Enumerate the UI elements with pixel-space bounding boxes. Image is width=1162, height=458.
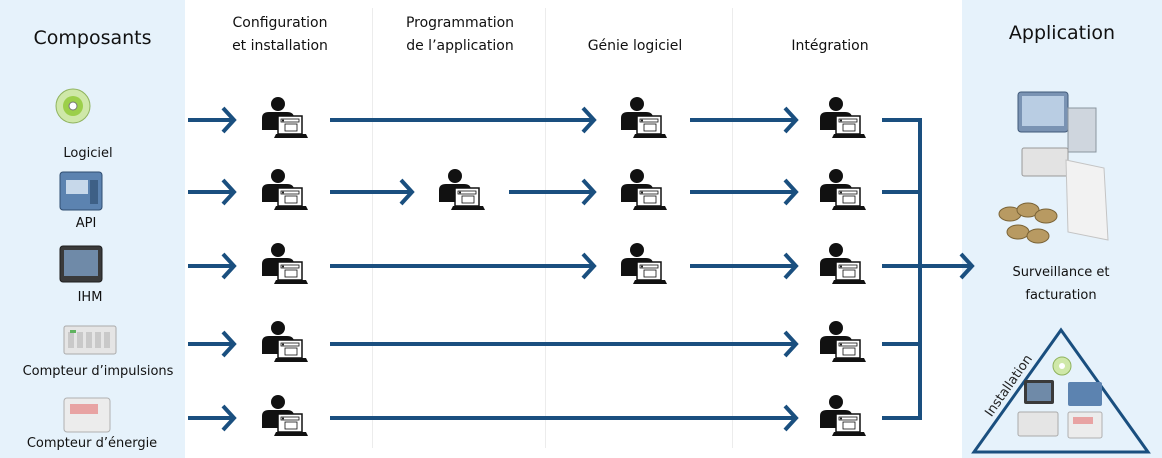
arrow-head [783,404,799,432]
engineer-icon [819,168,867,211]
coin [1016,202,1040,218]
component-label-plc: API [75,216,97,231]
energy-meter-icon [1067,411,1103,439]
column-divider [732,8,733,448]
pulse-counter-slot [104,332,110,348]
coin [1026,228,1050,244]
printer [1021,147,1069,177]
plc-terminal [90,180,98,204]
stage-header-line: et installation [232,38,328,54]
column-divider [372,8,373,448]
pulse-counter-led [70,330,76,333]
arrow-head [581,178,597,206]
engineer-icon [261,394,309,437]
engineer-icon [620,242,668,285]
engineer-icon [261,320,309,363]
component-label-hmi: IHM [77,290,103,305]
coin [1006,224,1030,240]
arrow-head [221,404,237,432]
energy-meter-display [70,404,98,414]
component-label-pulse-counter: Compteur d’impulsions [22,364,174,379]
pulse-counter-slot [95,332,101,348]
plc-device-icon [1068,382,1102,406]
pulse-counter-slot [68,332,74,348]
components-panel [0,0,185,458]
arrow-head [221,178,237,206]
engineer-icon [261,168,309,211]
components-header: Composants [33,27,152,49]
stage-header-configuration: Configuration et installation [205,12,355,58]
engineer-icon [819,394,867,437]
arrow-head [783,106,799,134]
coin [1034,208,1058,224]
arrow-head [783,252,799,280]
arrow-head [399,178,415,206]
energy-meter-display [1073,417,1093,424]
engineer-icon [438,168,486,211]
pulse-counter-slot [77,332,83,348]
stage-header-software: Génie logiciel [587,38,683,54]
application-header: Application [1008,22,1116,44]
pc-tower [1067,107,1097,153]
column-divider [545,8,546,448]
engineer-icon [620,96,668,139]
pulse-counter-slot [86,332,92,348]
result-label: facturation [1025,288,1097,303]
energy-meter-icon [63,397,111,433]
invoice-paper [1065,159,1109,241]
touch-panel-screen [64,250,98,276]
result-label: Surveillance et [1012,265,1110,280]
cd-disc-hole [1059,363,1065,369]
arrow-head [959,252,975,280]
engineer-icon [261,242,309,285]
monitor-screen [1022,96,1064,126]
stage-header-line: Configuration [232,15,328,31]
arrow-head [581,252,597,280]
engineer-icon [261,96,309,139]
application-panel [962,0,1162,458]
engineer-icon [819,242,867,285]
arrow-head [783,178,799,206]
cd-disc-hole [68,101,78,111]
stage-header-programming: Programmation de l’application [380,12,540,58]
stage-header-line: Programmation [405,15,515,31]
plc-screen [66,180,88,194]
engineer-icon [620,168,668,211]
touch-panel-screen [1027,383,1051,401]
installation-triangle [971,327,1151,454]
arrow-head [783,330,799,358]
arrow-head [581,106,597,134]
arrow-head [221,252,237,280]
arrow-head [221,330,237,358]
component-label-energy-meter: Compteur d’énergie [26,436,158,451]
component-label-software: Logiciel [63,146,113,161]
engineer-icon [819,320,867,363]
stage-header-integration: Intégration [791,38,869,54]
arrow-head [221,106,237,134]
stage-header-line: de l’application [406,38,514,54]
pulse-counter-icon [1017,411,1059,437]
engineer-icon [819,96,867,139]
